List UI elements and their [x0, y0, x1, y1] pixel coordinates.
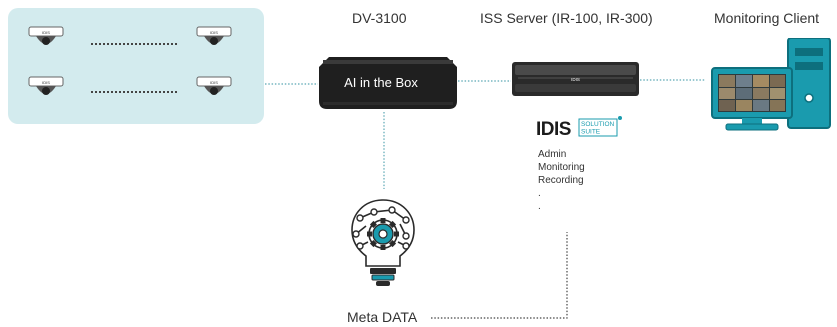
dv-title: DV-3100 — [352, 10, 407, 26]
server-title: ISS Server (IR-100, IR-300) — [480, 10, 653, 26]
dome-camera-icon: IDIS — [196, 26, 232, 45]
iss-server-device: IDIS — [512, 62, 639, 96]
function-item: Recording — [538, 175, 584, 186]
ai-brain-gear-icon — [351, 199, 415, 286]
dome-camera-top-left: IDIS — [28, 26, 64, 55]
suite-line1: SOLUTION — [581, 121, 615, 128]
function-item: . — [538, 188, 541, 199]
camera-brand-text: IDIS — [42, 30, 50, 35]
function-item: . — [538, 201, 541, 212]
camera-dotted-connector — [91, 43, 177, 45]
connector-meta-to-server — [431, 232, 568, 319]
ai-in-the-box-device — [319, 57, 457, 109]
dome-camera-icon: IDIS — [28, 26, 64, 45]
suite-line2: SUITE — [581, 129, 601, 136]
idis-logo-text: IDIS — [536, 119, 571, 140]
dome-camera-icon: IDIS — [196, 76, 232, 95]
idis-solution-suite-logo: IDIS SOLUTION SUITE — [536, 114, 626, 145]
dome-camera-top-right: IDIS — [196, 26, 232, 55]
dv-box-label: AI in the Box — [344, 75, 418, 90]
server-brand-text: IDIS — [571, 77, 580, 82]
camera-dotted-connector — [91, 91, 177, 93]
camera-brand-text: IDIS — [210, 80, 218, 85]
camera-brand-text: IDIS — [42, 80, 50, 85]
monitoring-client-computer-icon — [711, 38, 831, 131]
dome-camera-icon: IDIS — [28, 76, 64, 95]
function-item: Monitoring — [538, 162, 585, 173]
function-item: Admin — [538, 149, 567, 160]
dome-camera-bottom-right: IDIS — [196, 76, 232, 105]
dome-camera-bottom-left: IDIS — [28, 76, 64, 105]
meta-data-label: Meta DATA — [347, 309, 418, 325]
client-title: Monitoring Client — [714, 10, 820, 26]
server-functions-list: Admin Monitoring Recording . . — [538, 148, 585, 213]
camera-brand-text: IDIS — [210, 30, 218, 35]
